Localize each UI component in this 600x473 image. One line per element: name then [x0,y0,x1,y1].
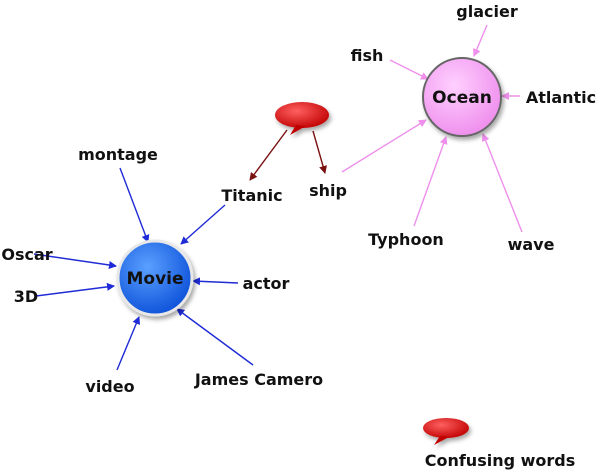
word-atlantic: Atlantic [526,88,596,107]
movie-label: Movie [126,269,183,289]
word-ship: ship [309,181,347,200]
legend-bubble-icon [423,418,469,445]
word-oscar: Oscar [1,245,52,264]
ocean-arrows [341,24,523,233]
arrow-bubble-ship [312,130,327,174]
ocean-circle [422,57,502,137]
movie-circle [116,239,194,317]
arrow-ship-ocean [341,119,427,173]
word-wave: wave [508,235,555,254]
word-glacier: glacier [456,2,518,21]
word-james: James Camero [194,370,323,389]
arrow-oscar-movie [33,253,117,269]
movie-node: Movie [116,239,194,317]
ocean-node: Ocean [422,57,502,137]
arrow-glacier-ocean [473,24,488,57]
word-typhoon: Typhoon [368,230,444,249]
arrow-james-movie [176,308,254,366]
confusing-bubble-icon [275,102,329,135]
word-3d: 3D [14,287,38,306]
arrow-wave-ocean [481,133,523,233]
arrow-fish-ocean [389,59,429,80]
word-fish: fish [351,46,384,65]
ocean-label: Ocean [432,88,492,108]
arrow-actor-movie [192,277,239,286]
word-actor: actor [243,274,290,293]
legend-label: Confusing words [425,451,576,470]
arrow-video-movie [116,316,141,371]
arrow-3d-movie [35,282,115,297]
movie-arrows [33,167,254,371]
arrow-montage-movie [119,167,150,243]
arrow-titanic-movie [180,204,226,245]
arrow-typhoon-ocean [413,136,448,227]
word-montage: montage [78,145,158,164]
confusing-arrows [249,129,327,181]
word-video: video [85,377,134,396]
arrow-bubble-titanic [249,129,288,181]
word-titanic: Titanic [221,186,282,205]
